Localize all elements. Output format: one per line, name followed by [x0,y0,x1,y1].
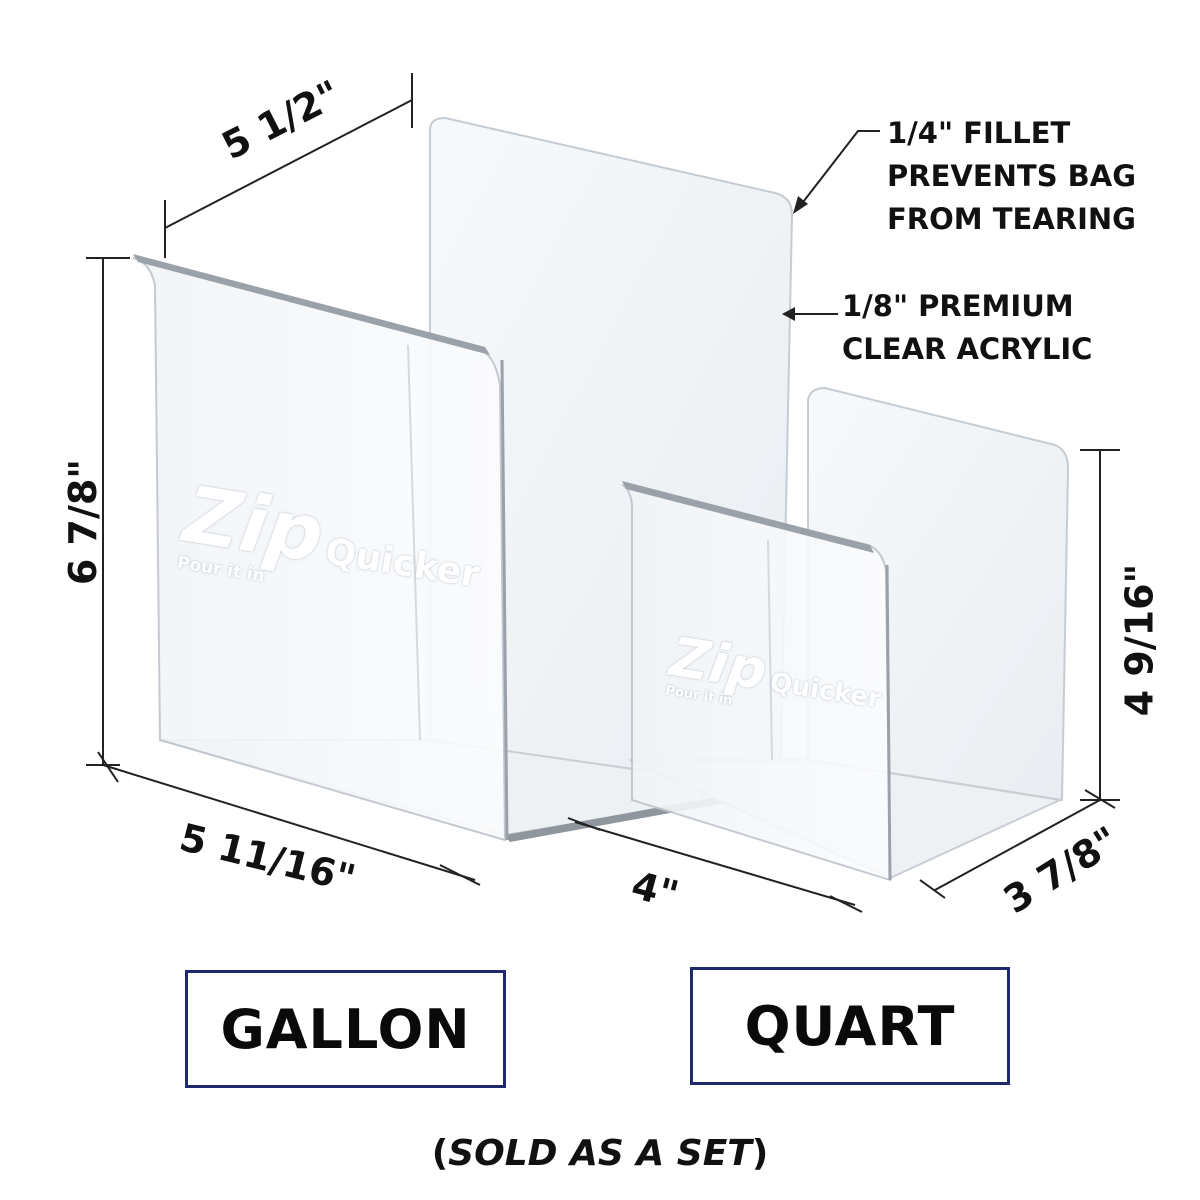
gallon-height-label: 6 7/8" [61,458,106,586]
fillet-arrowhead [793,196,808,214]
gallon-label-box: GALLON [185,970,506,1088]
quart-height-label: 4 9/16" [1117,563,1162,717]
gallon-label: GALLON [220,997,471,1061]
quart-label: QUART [744,994,956,1058]
quart-top-edge [622,481,874,553]
fillet-callout: 1/4" FILLET PREVENTS BAG FROM TEARING [887,116,1137,236]
material-callout: 1/8" PREMIUM CLEAR ACRYLIC [842,289,1093,366]
leader-arrowheads [782,196,808,321]
caption-text: SOLD AS A SET [448,1133,752,1174]
material-arrowhead [782,307,795,321]
caption-open-paren: ( [431,1133,449,1174]
quart-holder [621,386,1070,882]
gallon-top-edge [133,254,490,355]
caption-close-paren: ) [751,1133,769,1174]
set-caption: (SOLD AS A SET) [0,1133,1200,1174]
gallon-holder [132,116,794,842]
quart-label-box: QUART [690,967,1010,1085]
dimension-lines [86,73,1120,913]
